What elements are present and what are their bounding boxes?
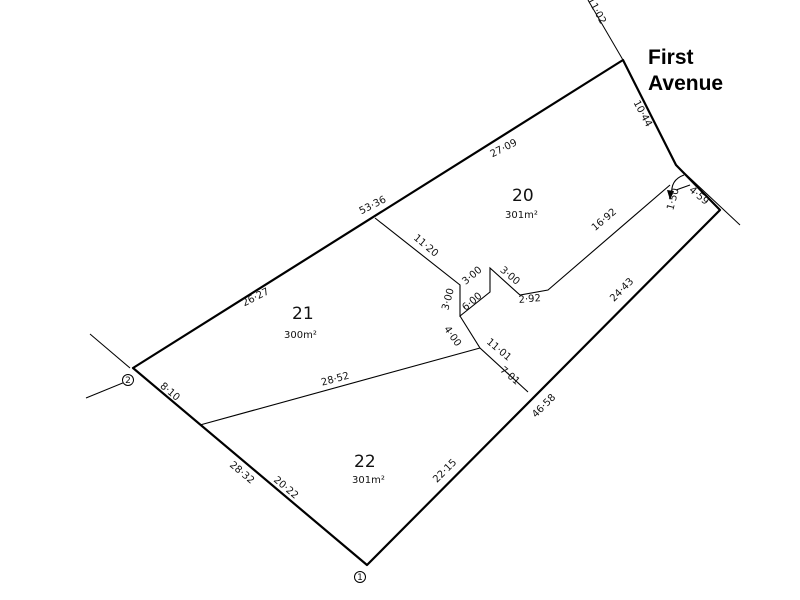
road-boundary-extension-top xyxy=(587,0,624,61)
dimension-label: 53·36 xyxy=(358,194,389,217)
boundary-extension-left-lower xyxy=(85,379,131,399)
parcel-boundary xyxy=(131,58,722,567)
dimension-label: 4·59 xyxy=(687,185,711,208)
dimension-label: 11·01 xyxy=(484,337,513,364)
dimension-label: 16·92 xyxy=(590,207,619,234)
boundary-extension-left-upper xyxy=(89,333,131,369)
dimension-label: 24·43 xyxy=(608,276,636,304)
dimension-label: 7·01 xyxy=(498,365,522,388)
lot-21-area: 300m² xyxy=(284,330,317,341)
street-name-line1: First xyxy=(648,46,694,69)
lot-22-area: 301m² xyxy=(352,475,385,486)
dimension-label: 3·00 xyxy=(440,287,456,311)
lot-20-area: 301m² xyxy=(505,210,538,221)
dimension-label: 28·52 xyxy=(320,371,351,389)
dimension-label: 11·20 xyxy=(411,233,440,260)
dimension-label: 28·32 xyxy=(227,460,256,487)
lot-20-number: 20 xyxy=(512,186,534,206)
station-marker-1: 1 xyxy=(354,571,366,583)
dimension-label: 3·00 xyxy=(498,265,522,288)
dimension-label: 11·02 xyxy=(585,0,608,26)
lot-21-number: 21 xyxy=(292,304,314,324)
dimension-label: 22·15 xyxy=(431,457,459,485)
dimension-label: 3·00 xyxy=(460,265,484,288)
dimension-label: 2·92 xyxy=(518,293,541,306)
svg-text:2: 2 xyxy=(125,376,131,386)
dimension-label: 4·00 xyxy=(441,324,463,349)
lot-20-21-boundary xyxy=(374,184,671,318)
street-name-line2: Avenue xyxy=(648,72,723,95)
station-marker-2: 2 xyxy=(122,374,134,386)
access-leader xyxy=(675,184,691,191)
dimension-label: 6·00 xyxy=(460,291,484,314)
svg-text:1: 1 xyxy=(357,573,363,583)
lot-21-22-boundary xyxy=(199,347,481,426)
lot-22-number: 22 xyxy=(354,452,376,472)
arrow-head xyxy=(667,190,674,200)
